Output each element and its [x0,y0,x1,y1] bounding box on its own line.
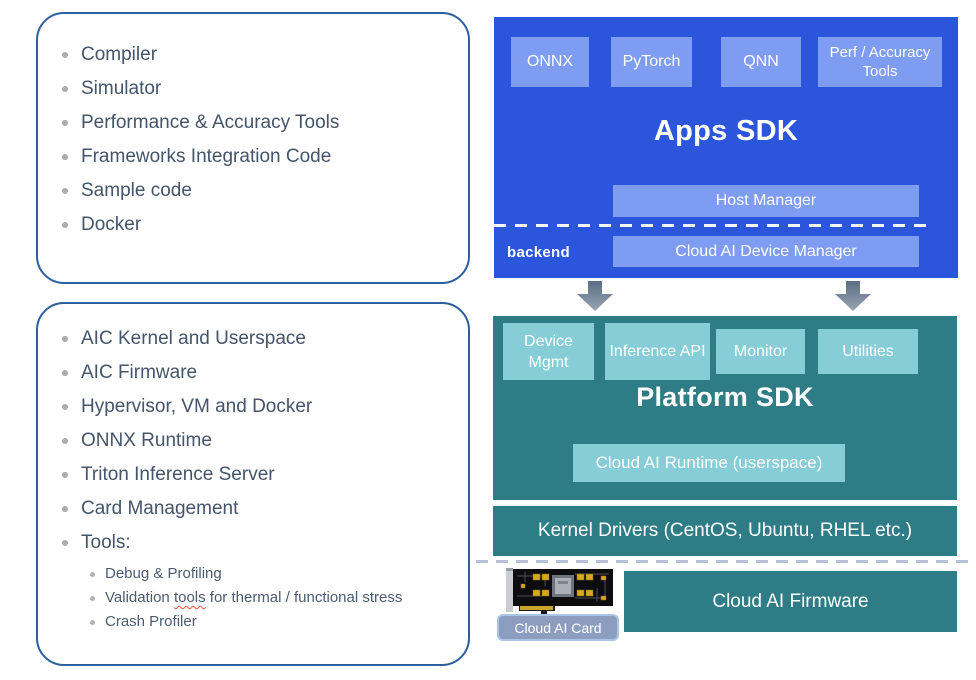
host-manager-label: Host Manager [715,192,817,209]
kernel-drivers-box: Kernel Drivers (CentOS, Ubuntu, RHEL etc… [493,506,957,556]
list-item-label: Sample code [81,180,192,201]
tools-sublist: Debug & Profiling Validation tools for t… [38,560,468,634]
framework-label: ONNX [526,53,574,70]
bullet-icon [62,120,68,126]
list-item: Docker [62,208,468,242]
bullet-icon [62,506,68,512]
module-label: Monitor [733,342,788,360]
list-item: Card Management [62,492,468,526]
cloud-ai-firmware-box: Cloud AI Firmware [624,571,957,632]
list-item-label: Triton Inference Server [81,464,275,485]
list-item-label: Simulator [81,78,162,99]
list-item: ONNX Runtime [62,424,468,458]
framework-box-perf-accuracy-tools: Perf / Accuracy Tools [818,37,942,87]
module-box-inference-api: Inference API [605,323,710,380]
platform-sdk-box: Device Mgmt Inference API Monitor Utilit… [493,316,957,500]
down-arrow-icon [577,281,613,311]
platform-features-list: AIC Kernel and Userspace AIC Firmware Hy… [38,304,468,560]
list-item-label: Docker [81,214,142,235]
list-item-label: Frameworks Integration Code [81,146,332,167]
framework-label: Perf / Accuracy Tools [829,44,931,80]
list-item: Frameworks Integration Code [62,140,468,174]
module-box-monitor: Monitor [716,329,805,374]
module-box-utilities: Utilities [818,329,918,374]
module-label: Device Mgmt [524,332,573,371]
dev-tools-list: Compiler Simulator Performance & Accurac… [38,14,468,242]
sub-list-item: Crash Profiler [90,610,468,634]
platform-features-panel: AIC Kernel and Userspace AIC Firmware Hy… [36,302,470,666]
list-item: AIC Firmware [62,356,468,390]
list-item: Simulator [62,72,468,106]
list-item-label: Compiler [81,44,158,65]
sub-list-item-label: Validation tools for thermal / functiona… [105,586,402,610]
backend-label: backend [507,244,570,261]
list-item: Triton Inference Server [62,458,468,492]
list-item-label: AIC Firmware [81,362,198,383]
frontend-backend-divider [494,224,934,227]
bullet-icon [90,571,95,577]
list-item-label: AIC Kernel and Userspace [81,328,306,349]
list-item-label: Performance & Accuracy Tools [81,112,340,133]
list-item: Hypervisor, VM and Docker [62,390,468,424]
list-item-label: Tools: [81,532,131,553]
device-manager-label: Cloud AI Device Manager [675,242,857,260]
bullet-icon [62,86,68,92]
bullet-icon [62,52,68,58]
list-item: Sample code [62,174,468,208]
text-segment: for thermal / functional stress [205,589,403,606]
bullet-icon [62,370,68,376]
sub-list-item: Validation tools for thermal / functiona… [90,586,468,610]
bullet-icon [90,619,95,625]
device-manager-box: Cloud AI Device Manager [613,236,919,267]
framework-box-pytorch: PyTorch [611,37,692,87]
platform-sdk-title: Platform SDK [636,382,814,412]
bullet-icon [62,404,68,410]
runtime-label: Cloud AI Runtime (userspace) [595,453,823,472]
dev-tools-panel: Compiler Simulator Performance & Accurac… [36,12,470,284]
list-item: Tools: [62,526,468,560]
bullet-icon [62,438,68,444]
bullet-icon [62,222,68,228]
host-card-divider [476,560,976,563]
list-item-label: Hypervisor, VM and Docker [81,396,313,417]
framework-label: QNN [743,53,779,70]
module-label: Inference API [609,343,706,360]
list-item: Performance & Accuracy Tools [62,106,468,140]
spellcheck-flagged-word: tools [173,589,206,606]
cloud-ai-card-badge: Cloud AI Card [497,614,619,641]
cloud-ai-firmware-label: Cloud AI Firmware [712,590,869,612]
bullet-icon [90,595,95,601]
cloud-ai-card-image [506,568,613,614]
bullet-icon [62,472,68,478]
sub-list-item: Debug & Profiling [90,562,468,586]
bullet-icon [62,188,68,194]
bullet-icon [62,154,68,160]
framework-label: PyTorch [622,53,681,70]
list-item: Compiler [62,38,468,72]
apps-sdk-box: ONNX PyTorch QNN Perf / Accuracy Tools A… [494,17,958,278]
bullet-icon [62,336,68,342]
host-manager-box: Host Manager [613,185,919,217]
framework-box-qnn: QNN [721,37,801,87]
kernel-drivers-label: Kernel Drivers (CentOS, Ubuntu, RHEL etc… [537,520,913,541]
module-box-device-mgmt: Device Mgmt [503,323,594,380]
down-arrow-icon [835,281,871,311]
framework-box-onnx: ONNX [511,37,589,87]
text-segment: Validation [105,589,174,606]
bullet-icon [62,540,68,546]
apps-sdk-title: Apps SDK [653,115,799,147]
list-item-label: ONNX Runtime [81,430,212,451]
module-label: Utilities [842,342,894,360]
list-item: AIC Kernel and Userspace [62,322,468,356]
cloud-ai-runtime-box: Cloud AI Runtime (userspace) [573,444,845,482]
cloud-ai-card-label: Cloud AI Card [514,619,602,636]
sub-list-item-label: Debug & Profiling [105,565,222,582]
sub-list-item-label: Crash Profiler [105,613,197,630]
list-item-label: Card Management [81,498,239,519]
